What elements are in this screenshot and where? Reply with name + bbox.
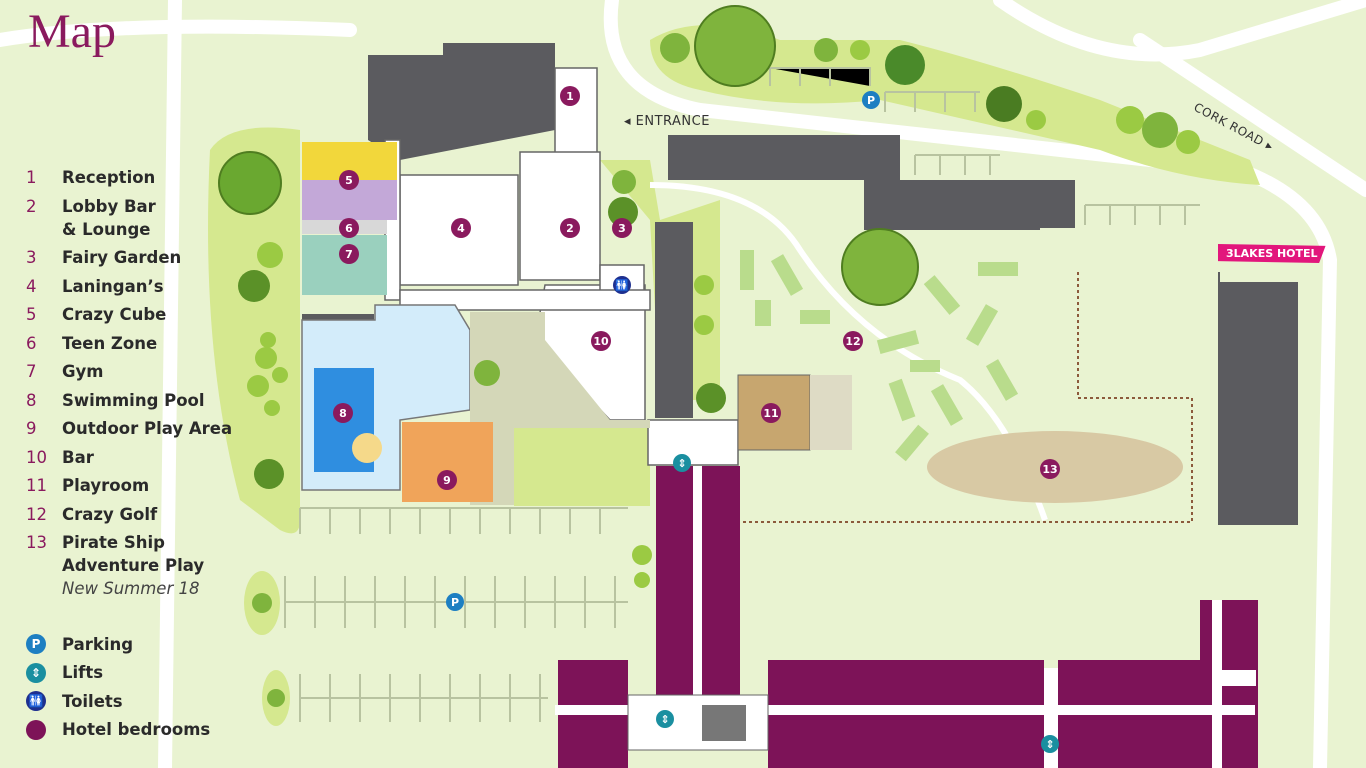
- legend-number: 7: [26, 362, 37, 381]
- trees: [218, 5, 1200, 707]
- parking-icon: P: [446, 593, 464, 611]
- marker-playroom[interactable]: 11: [761, 403, 781, 423]
- legend-item: 6 Teen Zone: [26, 332, 236, 355]
- map-title: Map: [28, 5, 116, 58]
- parking-icon: P: [862, 91, 880, 109]
- legend-label: Pirate Ship Adventure Play: [62, 533, 205, 575]
- lift-icon: ⇕: [656, 710, 674, 728]
- legend-number: 3: [26, 248, 37, 267]
- legend-number: 11: [26, 476, 47, 495]
- marker-crazy-cube[interactable]: 5: [339, 170, 359, 190]
- marker-reception[interactable]: 1: [560, 86, 580, 106]
- marker-pirate-ship[interactable]: 13: [1040, 459, 1060, 479]
- marker-outdoor-play[interactable]: 9: [437, 470, 457, 490]
- legend-label: Lobby Bar & Lounge: [62, 196, 156, 239]
- hotel-logo: 3LAKES HOTEL: [1218, 244, 1326, 263]
- legend: 1 Reception 2 Lobby Bar & Lounge 3 Fairy Ga…: [26, 166, 236, 606]
- bedroom-corridors: [555, 466, 1256, 768]
- legend-number: 1: [26, 168, 37, 187]
- legend-number: 2: [26, 196, 37, 216]
- marker-swimming-pool[interactable]: 8: [333, 403, 353, 423]
- symbol-key: P Parking ⇕ Lifts 🚻 Toilets Hotel bedrooms: [26, 630, 210, 744]
- legend-label: Fairy Garden: [62, 248, 182, 267]
- lift-icon: ⇕: [26, 662, 46, 683]
- legend-number: 5: [26, 305, 37, 324]
- legend-item: 4 Laningan’s: [26, 275, 236, 298]
- marker-fairy-garden[interactable]: 3: [612, 218, 632, 238]
- marker-bar[interactable]: 10: [591, 331, 611, 351]
- golf-holes: [740, 250, 1019, 462]
- legend-label: Swimming Pool: [62, 390, 205, 410]
- outdoor-play-area: [402, 422, 493, 502]
- legend-number: 10: [26, 447, 47, 467]
- marker-gym[interactable]: 7: [339, 244, 359, 264]
- legend-label: Crazy Cube: [62, 305, 167, 324]
- legend-number: 4: [26, 276, 37, 296]
- key-item-toilets: 🚻 Toilets: [26, 687, 210, 716]
- legend-note: New Summer 18: [62, 579, 200, 598]
- legend-item: 9 Outdoor Play Area: [26, 417, 236, 440]
- golf-path: [649, 182, 1048, 521]
- legend-item: 8 Swimming Pool: [26, 389, 236, 412]
- legend-item: 2 Lobby Bar & Lounge: [26, 195, 236, 241]
- fence: [742, 272, 1193, 523]
- legend-item: 7 Gym: [26, 360, 236, 383]
- courtyard: [470, 312, 650, 505]
- legend-label: Playroom: [62, 476, 150, 495]
- lift-icon: ⇕: [1041, 735, 1059, 753]
- legend-number: 6: [26, 333, 37, 353]
- legend-item: 3 Fairy Garden: [26, 246, 236, 269]
- parking-icon: P: [26, 634, 46, 655]
- toilet-icon: 🚻: [26, 691, 46, 712]
- legend-item: 5 Crazy Cube: [26, 303, 236, 326]
- key-label: Hotel bedrooms: [62, 720, 211, 740]
- key-item-bedrooms: Hotel bedrooms: [26, 716, 210, 745]
- legend-number: 12: [26, 504, 47, 524]
- marker-teen-zone[interactable]: 6: [339, 218, 359, 238]
- bedroom-icon: [26, 719, 46, 740]
- key-label: Parking: [62, 634, 134, 654]
- legend-number: 13: [26, 533, 47, 552]
- key-item-parking: P Parking: [26, 630, 210, 659]
- legend-label: Reception: [62, 168, 156, 187]
- toilet-icon: 🚻: [613, 276, 631, 294]
- marker-crazy-golf[interactable]: 12: [843, 331, 863, 351]
- legend-number: 9: [26, 419, 37, 438]
- legend-label: Laningan’s: [62, 276, 164, 296]
- legend-label: Crazy Golf: [62, 504, 158, 524]
- legend-label: Bar: [62, 447, 94, 467]
- marker-laningans[interactable]: 4: [451, 218, 471, 238]
- lift-icon: ⇕: [673, 454, 691, 472]
- legend-item: 11 Playroom: [26, 474, 236, 497]
- legend-item: 1 Reception: [26, 166, 236, 189]
- legend-item: 12 Crazy Golf: [26, 503, 236, 526]
- legend-label: Teen Zone: [62, 333, 158, 353]
- key-item-lifts: ⇕ Lifts: [26, 659, 210, 688]
- legend-number: 8: [26, 390, 37, 410]
- key-label: Lifts: [62, 663, 104, 683]
- key-label: Toilets: [62, 691, 123, 711]
- entrance-label: ◂ ENTRANCE: [624, 114, 710, 129]
- legend-item: 10 Bar: [26, 446, 236, 469]
- parking-bays: [284, 67, 1200, 722]
- legend-label: Gym: [62, 362, 104, 381]
- marker-lobby-bar[interactable]: 2: [560, 218, 580, 238]
- legend-label: Outdoor Play Area: [62, 419, 233, 438]
